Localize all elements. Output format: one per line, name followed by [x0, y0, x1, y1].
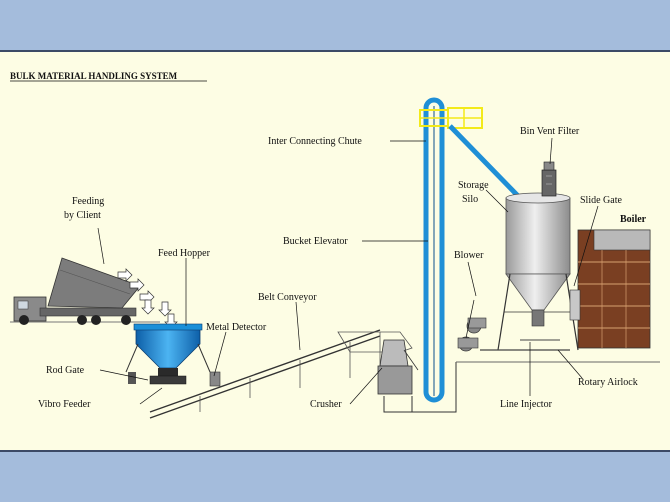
- label-metal-detector: Metal Detector: [206, 322, 267, 333]
- interconnecting-chute: [447, 107, 522, 200]
- bucket-elevator: [419, 97, 449, 403]
- bottom-frame-band: [0, 452, 670, 502]
- metal-detector: [209, 371, 221, 387]
- label-crusher: Crusher: [310, 399, 342, 410]
- leader-lines: [97, 137, 599, 405]
- label-by-client: by Client: [64, 210, 101, 221]
- label-silo: Silo: [462, 194, 478, 205]
- tipper-truck: [13, 257, 141, 325]
- elevator-pit: [383, 362, 457, 413]
- label-belt-conveyor: Belt Conveyor: [258, 292, 317, 303]
- label-rotary-airlock: Rotary Airlock: [578, 377, 638, 388]
- label-rod-gate: Rod Gate: [46, 365, 85, 376]
- label-inter-connecting-chute: Inter Connecting Chute: [268, 136, 362, 147]
- label-blower: Blower: [454, 250, 484, 261]
- diagram-title: BULK MATERIAL HANDLING SYSTEM: [10, 71, 178, 81]
- label-slide-gate: Slide Gate: [580, 195, 622, 206]
- bin-vent-filter: [541, 161, 557, 197]
- label-feed-hopper: Feed Hopper: [158, 248, 211, 259]
- label-feeding: Feeding: [72, 196, 104, 207]
- label-line-injector: Line Injector: [500, 399, 553, 410]
- storage-silo: [497, 192, 579, 351]
- label-boiler: Boiler: [620, 214, 647, 225]
- blower-units: [457, 317, 570, 352]
- label-storage: Storage: [458, 180, 489, 191]
- belt-conveyor: [149, 329, 413, 419]
- label-bucket-elevator: Bucket Elevator: [283, 236, 348, 247]
- top-frame-band: [0, 0, 670, 50]
- material-flow-arrows: [117, 268, 178, 329]
- boiler: [569, 229, 651, 349]
- crusher: [377, 339, 419, 395]
- label-bin-vent-filter: Bin Vent Filter: [520, 126, 580, 137]
- label-vibro-feeder: Vibro Feeder: [38, 399, 91, 410]
- feed-hopper: [125, 323, 211, 385]
